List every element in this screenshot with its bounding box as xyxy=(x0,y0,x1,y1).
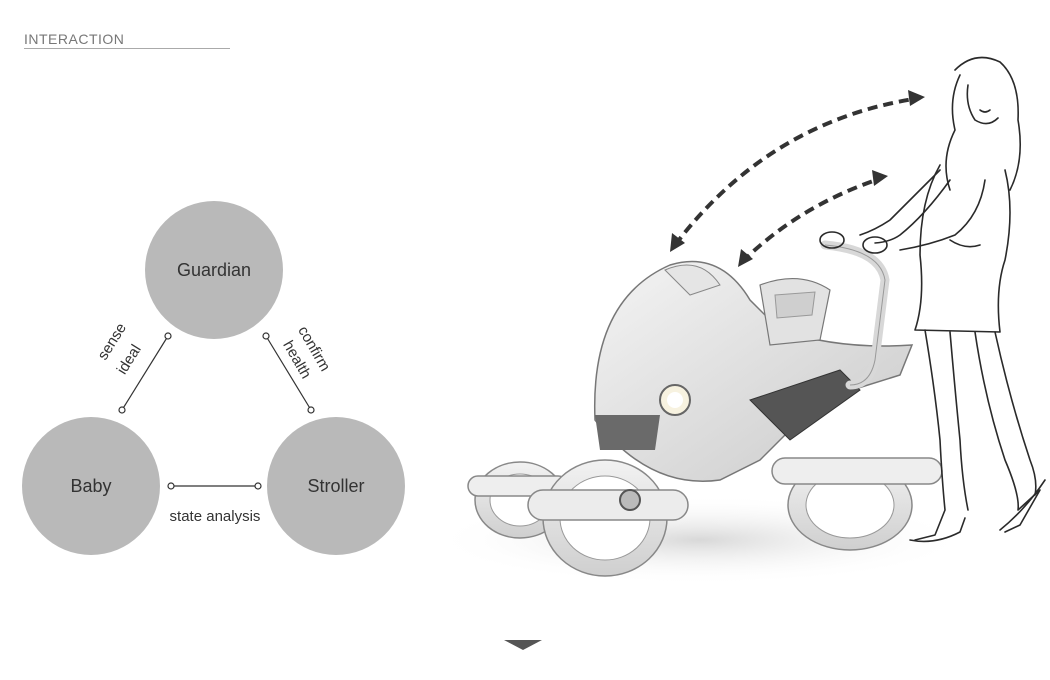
edge-guardian-stroller xyxy=(262,332,315,414)
guardian-node xyxy=(145,201,283,339)
stroller-label: Stroller xyxy=(307,476,364,496)
front-wheel xyxy=(527,459,689,577)
stroller-body xyxy=(593,260,914,482)
edge-label-state-analysis: state analysis xyxy=(170,508,261,525)
stroller-illustration xyxy=(430,56,1046,585)
baby-node xyxy=(22,417,160,555)
stroller-seat xyxy=(759,277,831,346)
guardian-figure xyxy=(819,56,1046,543)
page-title: INTERACTION xyxy=(24,31,125,47)
stroller-node xyxy=(267,417,405,555)
double-headed-dashed-arrow-icon xyxy=(738,170,888,267)
title-underline xyxy=(24,48,230,49)
guardian-label: Guardian xyxy=(177,260,251,280)
relationship-diagram: Guardian Baby Stroller sense ideal confi… xyxy=(22,201,405,555)
down-triangle-icon[interactable] xyxy=(504,640,542,650)
baby-label: Baby xyxy=(70,476,111,496)
double-headed-dashed-arrow-icon xyxy=(670,90,925,252)
stroller-handle-outline xyxy=(824,244,886,386)
edge-baby-stroller xyxy=(167,482,262,490)
edge-guardian-baby xyxy=(118,332,172,414)
